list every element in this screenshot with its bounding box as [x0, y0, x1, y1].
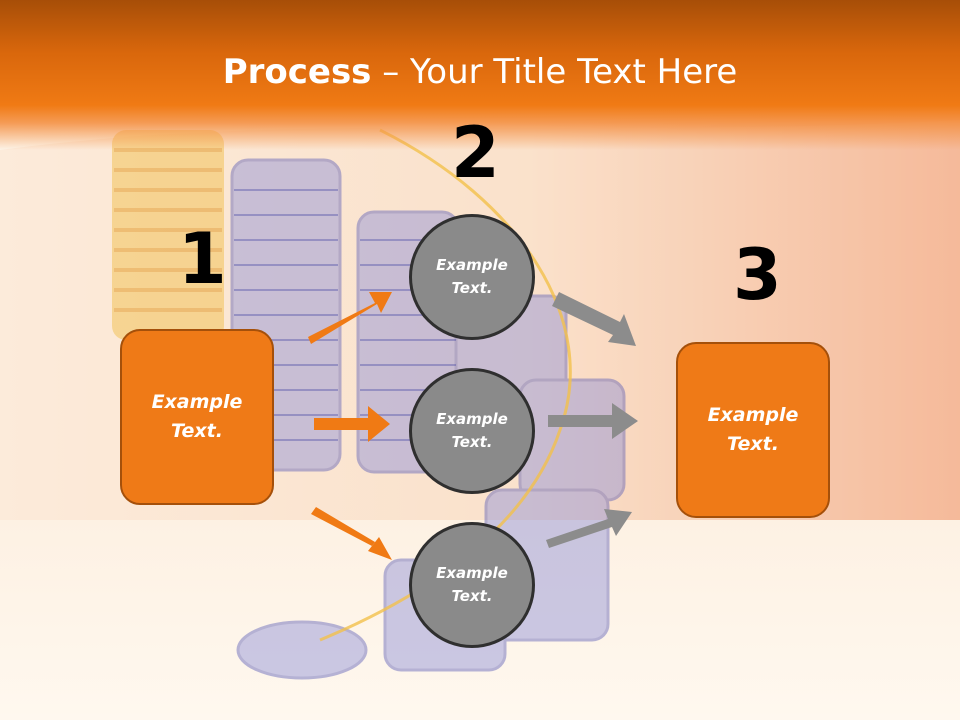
process-box-start: Example Text.: [120, 329, 274, 505]
process-circle-3: Example Text.: [409, 522, 535, 648]
process-circle-2: Example Text.: [409, 368, 535, 494]
gray-arrows: [546, 292, 638, 548]
step-number-1: 1: [178, 218, 227, 300]
title-bold: Process: [222, 52, 372, 92]
slide-title: Process – Your Title Text Here: [0, 52, 960, 92]
orange-arrows: [308, 292, 392, 560]
arrow-to-circle-1: [308, 292, 392, 344]
arrow-from-circle-2: [548, 403, 638, 439]
process-circle-3-label: Example Text.: [436, 564, 508, 605]
step-number-3: 3: [733, 234, 782, 316]
arrow-from-circle-1: [552, 292, 636, 346]
process-circle-2-label: Example Text.: [436, 410, 508, 451]
process-circle-1: Example Text.: [409, 214, 535, 340]
process-box-end-label: Example Text.: [707, 404, 799, 455]
title-band: [0, 0, 960, 150]
arrow-from-circle-3: [546, 509, 632, 548]
arrow-to-circle-2: [314, 406, 390, 442]
process-box-start-label: Example Text.: [151, 391, 243, 442]
title-rest: – Your Title Text Here: [371, 52, 738, 92]
step-number-2: 2: [451, 112, 500, 194]
process-circle-1-label: Example Text.: [436, 256, 508, 297]
process-box-end: Example Text.: [676, 342, 830, 518]
arrow-to-circle-3: [311, 507, 392, 560]
